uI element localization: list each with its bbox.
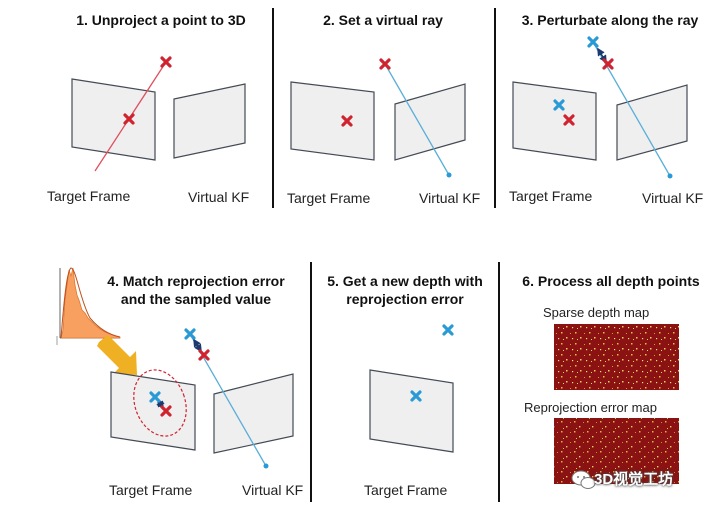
panel-2-target-label: Target Frame [287,190,371,206]
panel-2-title: 2. Set a virtual ray [323,12,443,28]
wechat-icon [571,470,596,489]
cross-marker-icon [160,405,172,417]
cross-marker-icon [379,58,391,70]
histogram-fit-curve [60,267,121,339]
panel-3-virtual-frame [616,84,688,161]
divider-top-right [494,8,496,208]
cross-marker-icon [587,36,599,48]
divider-top-left [272,8,274,208]
panel-2-ray [384,63,450,176]
panel-4-virtual-label: Virtual KF [242,482,304,498]
divider-bottom-right [498,262,500,502]
panel-3-title: 3. Perturbate along the ray [521,12,699,28]
orange-arrow [97,335,137,375]
cross-marker-icon [341,115,353,127]
cross-marker-icon [184,328,196,340]
panel-3-target-label: Target Frame [509,188,593,204]
cross-marker-icon [442,324,454,336]
sparse-depth-map-image [554,324,679,390]
panel-1-target-label: Target Frame [47,188,131,204]
panel-1-target-frame [71,78,156,161]
panel-6-title: 6. Process all depth points [522,273,700,289]
panel-5-target-label: Target Frame [364,482,448,498]
panel-3-camera-center [667,173,673,179]
panel-3-art [512,36,688,179]
reprojection-error-map-label: Reprojection error map [524,400,657,415]
panel-4-title: 4. Match reprojection error and the samp… [107,273,285,307]
panel-4-target-frame [110,371,196,451]
panel-1-title: 1. Unproject a point to 3D [76,12,246,28]
panel-1-virtual-label: Virtual KF [188,189,250,205]
panel-4-camera-center [263,463,269,469]
panel-3-target-frame [512,81,597,161]
cross-marker-icon [563,114,575,126]
match-ellipse [133,369,187,437]
panel-5-art [369,324,454,453]
cross-marker-icon [553,99,565,111]
panel-2-virtual-label: Virtual KF [419,190,481,206]
sparse-depth-map-label: Sparse depth map [543,305,650,320]
panel-3-virtual-label: Virtual KF [642,190,704,206]
watermark-text: 3D视觉工坊 [594,471,674,488]
cross-marker-icon [149,391,161,403]
cross-marker-icon [602,58,614,70]
panel-2-camera-center [446,172,452,178]
panel-4-art [56,267,294,469]
panel-4-virtual-frame [213,373,294,454]
cross-marker-icon [160,56,172,68]
panel-4-perturb-arrow [193,338,202,353]
panel-2-art [290,58,466,178]
panel-1-art [71,56,246,172]
panel-4-target-label: Target Frame [109,482,193,498]
cross-marker-icon [410,390,422,402]
cross-marker-icon [198,349,210,361]
cross-marker-icon [123,113,135,125]
panel-2-virtual-frame [394,83,466,161]
panel-2-target-frame [290,81,375,161]
panel-5-title: 5. Get a new depth with reprojection err… [327,273,483,307]
panel-5-target-frame [369,369,454,453]
panel-1-virtual-frame [173,83,246,159]
divider-bottom-left [310,262,312,502]
